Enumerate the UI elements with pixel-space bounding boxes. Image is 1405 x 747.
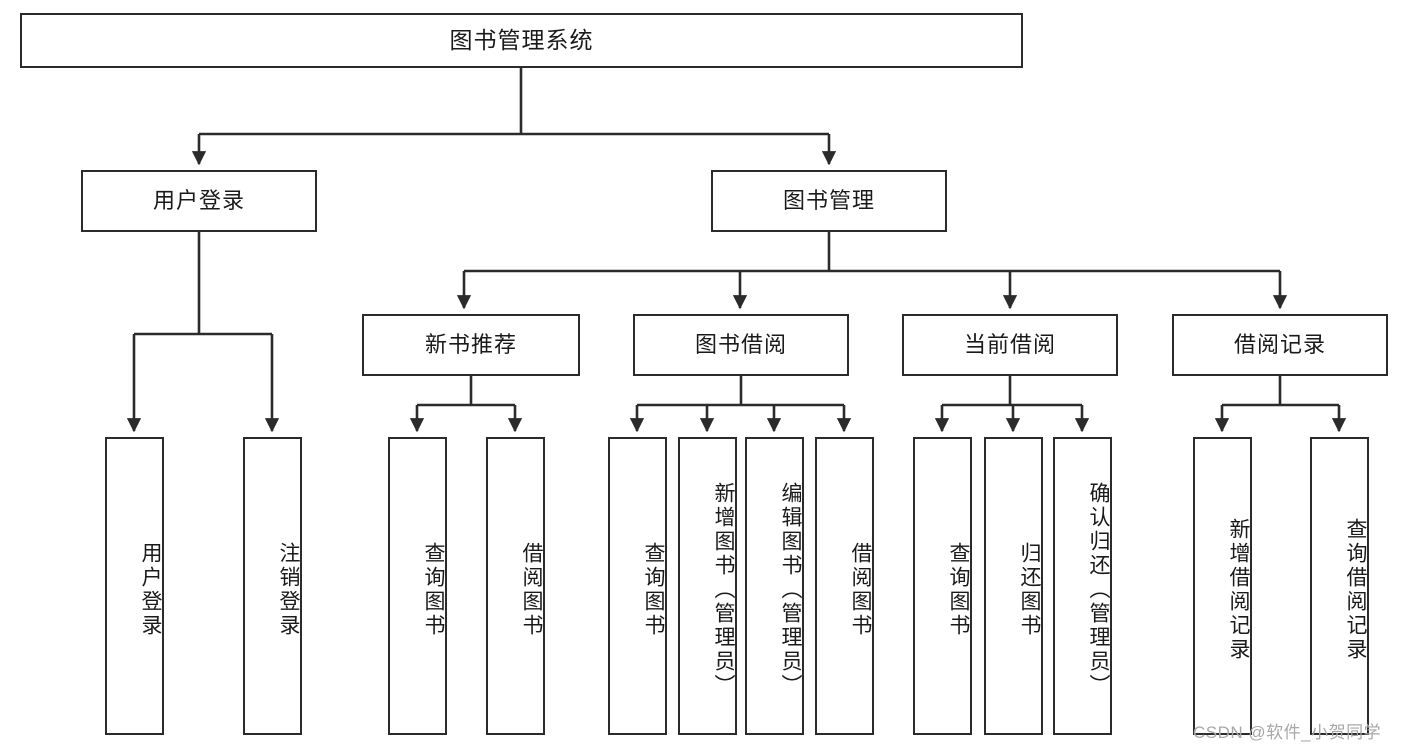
node-leaf-confirm-return-admin[interactable]: 确认归还（管理员） [1053, 437, 1112, 735]
node-leaf-return-book[interactable]: 归还图书 [984, 437, 1043, 735]
node-label: 确认归还（管理员） [1087, 482, 1110, 698]
node-leaf-query-borrow-record[interactable]: 查询借阅记录 [1310, 437, 1369, 735]
node-label: 新增图书（管理员） [712, 482, 735, 698]
node-leaf-query-book-3[interactable]: 查询图书 [913, 437, 972, 735]
node-leaf-borrow-book-2[interactable]: 借阅图书 [815, 437, 874, 735]
node-book-manage[interactable]: 图书管理 [711, 170, 947, 232]
node-label: 查询图书 [947, 542, 970, 638]
node-label: 新增借阅记录 [1227, 518, 1250, 662]
node-label: 借阅记录 [1233, 331, 1326, 357]
node-label: 注销登录 [277, 542, 300, 638]
node-label: 图书管理 [782, 187, 875, 213]
node-label: 查询图书 [422, 542, 445, 638]
node-new-book-recommend[interactable]: 新书推荐 [362, 314, 580, 376]
node-label: 借阅图书 [849, 542, 872, 638]
node-label: 当前借阅 [963, 331, 1056, 357]
node-root-system[interactable]: 图书管理系统 [20, 13, 1023, 68]
node-label: 查询图书 [642, 542, 665, 638]
node-borrow-record[interactable]: 借阅记录 [1172, 314, 1388, 376]
node-label: 借阅图书 [520, 542, 543, 638]
node-label: 图书借阅 [694, 331, 787, 357]
node-label: 查询借阅记录 [1344, 518, 1367, 662]
node-leaf-user-login[interactable]: 用户登录 [105, 437, 164, 735]
node-label: 用户登录 [152, 187, 245, 213]
node-label: 归还图书 [1018, 542, 1041, 638]
csdn-watermark: CSDN @软件_小贺同学 [1193, 723, 1382, 742]
node-label: 编辑图书（管理员） [779, 482, 802, 698]
node-user-login[interactable]: 用户登录 [81, 170, 317, 232]
node-label: 图书管理系统 [449, 26, 594, 53]
node-leaf-edit-book-admin[interactable]: 编辑图书（管理员） [745, 437, 804, 735]
node-book-borrow[interactable]: 图书借阅 [633, 314, 849, 376]
node-leaf-logout-login[interactable]: 注销登录 [243, 437, 302, 735]
node-leaf-borrow-book-1[interactable]: 借阅图书 [486, 437, 545, 735]
node-label: 新书推荐 [424, 331, 517, 357]
node-leaf-add-borrow-record[interactable]: 新增借阅记录 [1193, 437, 1252, 735]
node-current-borrow[interactable]: 当前借阅 [902, 314, 1118, 376]
node-leaf-query-book-1[interactable]: 查询图书 [388, 437, 447, 735]
node-leaf-query-book-2[interactable]: 查询图书 [608, 437, 667, 735]
node-label: 用户登录 [139, 542, 162, 638]
node-leaf-add-book-admin[interactable]: 新增图书（管理员） [678, 437, 737, 735]
